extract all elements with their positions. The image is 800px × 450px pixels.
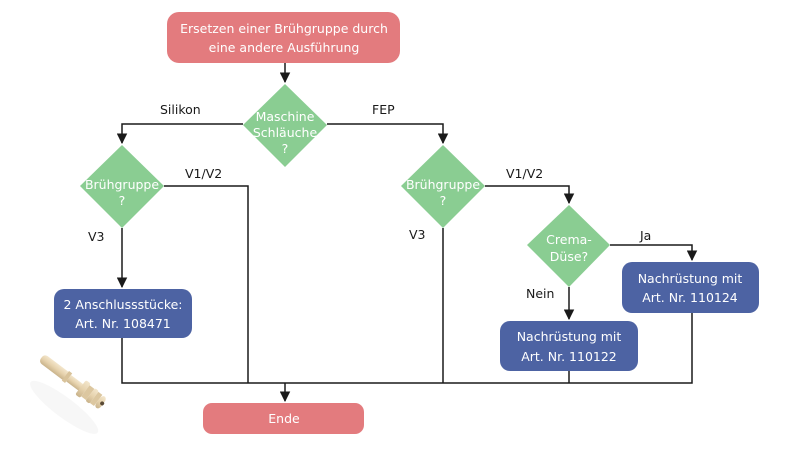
edge-merge-bottom — [121, 313, 693, 384]
label-right-v1v2: V1/V2 — [506, 166, 543, 181]
decision-group-left[interactable]: Brühgruppe ? — [80, 145, 164, 228]
edge-silikon — [116, 123, 243, 145]
retrofit-110124-node[interactable]: Nachrüstung mit Art. Nr. 110124 — [622, 262, 759, 313]
edge-right-v1v2 — [485, 185, 575, 205]
connectors-line-2: Art. Nr. 108471 — [75, 316, 171, 331]
start-node[interactable]: Ersetzen einer Brühgruppe durch eine and… — [167, 12, 400, 63]
decision-group-right[interactable]: Brühgruppe ? — [401, 145, 485, 228]
connectors-box — [54, 289, 192, 338]
connectors-line-1: 2 Anschlussstücke: — [63, 297, 182, 312]
decision-group-left-line-1: Brühgruppe — [85, 177, 159, 192]
edge-labels: Silikon FEP V1/V2 V3 V1/V2 V3 Ja Nein — [88, 102, 651, 301]
decision-crema-line-1: Crema- — [546, 232, 592, 247]
decision-hoses-line-1: Maschine — [256, 109, 315, 124]
end-label: Ende — [268, 411, 300, 426]
retrofit-110124-line-2: Art. Nr. 110124 — [642, 290, 738, 305]
end-node[interactable]: Ende — [203, 403, 364, 434]
decision-crema-line-2: Düse? — [550, 249, 588, 264]
label-fep: FEP — [372, 102, 395, 117]
label-left-v3: V3 — [88, 229, 105, 244]
connectors-node[interactable]: 2 Anschlussstücke: Art. Nr. 108471 — [54, 289, 192, 338]
decision-group-right-diamond — [401, 145, 485, 228]
decision-group-right-line-2: ? — [440, 193, 447, 208]
connector-part-icon — [30, 355, 106, 434]
label-nein: Nein — [526, 286, 554, 301]
label-ja: Ja — [639, 228, 651, 243]
decision-hoses-diamond — [243, 84, 327, 167]
decision-group-right-line-1: Brühgruppe — [406, 177, 480, 192]
label-left-v1v2: V1/V2 — [185, 166, 222, 181]
decision-hoses-line-2: Schläuche — [253, 125, 318, 140]
retrofit-110122-line-2: Art. Nr. 110122 — [521, 349, 617, 364]
edges — [116, 63, 698, 403]
decision-crema[interactable]: Crema- Düse? — [527, 205, 610, 287]
retrofit-110122-node[interactable]: Nachrüstung mit Art. Nr. 110122 — [500, 321, 638, 371]
end-box — [203, 403, 364, 434]
start-box — [167, 12, 400, 63]
retrofit-110124-box — [622, 262, 759, 313]
edge-ja — [610, 244, 698, 262]
decision-hoses-line-3: ? — [282, 141, 289, 156]
label-right-v3: V3 — [409, 227, 426, 242]
retrofit-110122-box — [500, 321, 638, 371]
start-line-2: eine andere Ausführung — [209, 40, 360, 55]
decision-hoses[interactable]: Maschine Schläuche ? — [243, 84, 327, 167]
start-line-1: Ersetzen einer Brühgruppe durch — [180, 21, 388, 36]
retrofit-110122-line-1: Nachrüstung mit — [517, 329, 622, 344]
edge-fep — [327, 123, 449, 145]
label-silikon: Silikon — [160, 102, 201, 117]
decision-group-left-line-2: ? — [119, 193, 126, 208]
edge-left-v1v2 — [164, 185, 249, 383]
decision-crema-diamond — [527, 205, 610, 287]
decision-group-left-diamond — [80, 145, 164, 228]
retrofit-110124-line-1: Nachrüstung mit — [638, 271, 743, 286]
